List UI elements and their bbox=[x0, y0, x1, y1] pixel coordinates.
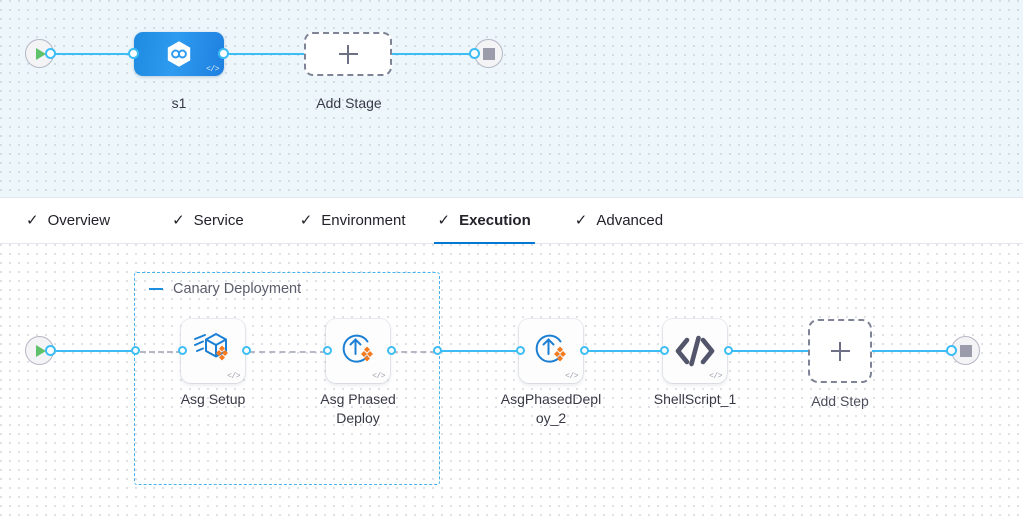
asg-setup-icon bbox=[194, 333, 228, 361]
stage-s1-in-port[interactable] bbox=[128, 48, 139, 59]
tab-label: Overview bbox=[47, 212, 111, 229]
group-out-port[interactable] bbox=[433, 346, 442, 355]
execution-start-out-port[interactable] bbox=[45, 345, 56, 356]
exec-connector-start-to-g1 bbox=[50, 349, 138, 352]
play-icon bbox=[36, 344, 46, 357]
group-in-port[interactable] bbox=[131, 346, 140, 355]
asg-deploy-icon bbox=[342, 334, 373, 363]
stage-config-tabs[interactable]: ✓ Overview ✓ Service ✓ Environment ✓ Exe… bbox=[0, 197, 1023, 245]
harness-hex-icon bbox=[164, 39, 194, 69]
minus-icon[interactable] bbox=[149, 288, 163, 290]
exec-connector-dashed-2 bbox=[188, 350, 326, 353]
stage-connector-start-to-s1 bbox=[50, 52, 142, 55]
stage-node-body[interactable]: </> bbox=[134, 32, 224, 76]
step-node-body[interactable]: </> bbox=[326, 319, 390, 383]
stop-icon bbox=[482, 47, 495, 60]
tab-advanced[interactable]: ✓ Advanced bbox=[573, 198, 665, 244]
exec-connector-s4-to-add bbox=[728, 349, 810, 352]
shell-script-icon bbox=[675, 335, 715, 367]
tab-label: Environment bbox=[321, 212, 406, 229]
check-icon: ✓ bbox=[172, 212, 185, 229]
exec-connector-group-to-s3 bbox=[440, 349, 522, 352]
step-code-badge: </> bbox=[372, 372, 385, 381]
start-node-out-port[interactable] bbox=[45, 48, 56, 59]
add-stage-box[interactable] bbox=[304, 32, 392, 76]
step-node-asg-phased-deploy[interactable]: </> bbox=[326, 319, 390, 383]
stage-connector-s1-to-add bbox=[222, 52, 314, 55]
stop-icon bbox=[959, 344, 972, 357]
add-stage-button[interactable] bbox=[304, 32, 392, 76]
tab-label: Service bbox=[193, 212, 244, 229]
step-label-asg-setup: Asg Setup bbox=[180, 391, 246, 407]
asg-setup-out-port[interactable] bbox=[242, 346, 251, 355]
stage-code-badge: </> bbox=[206, 65, 219, 74]
step-code-badge: </> bbox=[227, 372, 240, 381]
asg-phased-deploy-out-port[interactable] bbox=[387, 346, 396, 355]
step-node-body[interactable]: </> bbox=[519, 319, 583, 383]
tab-environment[interactable]: ✓ Environment bbox=[298, 198, 408, 244]
step-group-canary-deployment[interactable]: Canary Deployment bbox=[134, 272, 440, 485]
check-icon: ✓ bbox=[437, 212, 451, 229]
add-step-box[interactable] bbox=[808, 319, 872, 383]
add-step-button[interactable] bbox=[808, 319, 872, 383]
play-icon bbox=[36, 47, 46, 60]
tab-label: Advanced bbox=[596, 212, 664, 229]
check-icon: ✓ bbox=[574, 212, 588, 229]
plus-icon bbox=[830, 341, 850, 361]
exec-connector-add-to-end bbox=[872, 349, 960, 352]
execution-end-in-port[interactable] bbox=[946, 345, 957, 356]
step-node-body[interactable]: </> bbox=[181, 319, 245, 383]
tab-execution[interactable]: ✓ Execution bbox=[433, 198, 536, 245]
execution-canvas[interactable]: Canary Deployment bbox=[0, 244, 1023, 521]
asgphaseddeploy-2-in-port[interactable] bbox=[516, 346, 525, 355]
stage-canvas[interactable]: </> s1 Add Stage bbox=[0, 0, 1023, 197]
check-icon: ✓ bbox=[299, 212, 313, 229]
tab-label: Execution bbox=[459, 212, 531, 229]
step-node-body[interactable]: </> bbox=[663, 319, 727, 383]
tab-overview[interactable]: ✓ Overview bbox=[24, 198, 112, 244]
add-stage-label: Add Stage bbox=[316, 95, 382, 111]
step-label-asg-phased-deploy: Asg Phased Deploy bbox=[320, 391, 396, 426]
check-icon: ✓ bbox=[26, 212, 39, 229]
asg-deploy-icon bbox=[535, 334, 566, 363]
shellscript-1-in-port[interactable] bbox=[660, 346, 669, 355]
step-label-shellscript-1: ShellScript_1 bbox=[653, 391, 737, 407]
asg-setup-in-port[interactable] bbox=[178, 346, 187, 355]
step-code-badge: </> bbox=[709, 372, 722, 381]
tab-service[interactable]: ✓ Service bbox=[170, 198, 246, 244]
step-node-shellscript-1[interactable]: </> bbox=[663, 319, 727, 383]
step-group-title: Canary Deployment bbox=[173, 281, 302, 297]
exec-connector-dashed-1 bbox=[140, 350, 182, 353]
stage-node-label: s1 bbox=[171, 95, 187, 111]
stage-s1-out-port[interactable] bbox=[218, 48, 229, 59]
step-node-asgphaseddeploy-2[interactable]: </> bbox=[519, 319, 583, 383]
end-node-in-port[interactable] bbox=[469, 48, 480, 59]
asgphaseddeploy-2-out-port[interactable] bbox=[580, 346, 589, 355]
stage-connector-add-to-end bbox=[390, 52, 484, 55]
asg-phased-deploy-in-port[interactable] bbox=[323, 346, 332, 355]
shellscript-1-out-port[interactable] bbox=[724, 346, 733, 355]
plus-icon bbox=[338, 44, 358, 64]
stage-node-s1[interactable]: </> bbox=[134, 32, 224, 76]
step-group-header: Canary Deployment bbox=[149, 281, 301, 297]
step-label-asgphaseddeploy-2: AsgPhasedDepl oy_2 bbox=[500, 391, 602, 426]
step-node-asg-setup[interactable]: </> bbox=[181, 319, 245, 383]
step-code-badge: </> bbox=[565, 372, 578, 381]
add-step-label: Add Step bbox=[811, 393, 869, 409]
exec-connector-s3-to-s4 bbox=[586, 349, 666, 352]
